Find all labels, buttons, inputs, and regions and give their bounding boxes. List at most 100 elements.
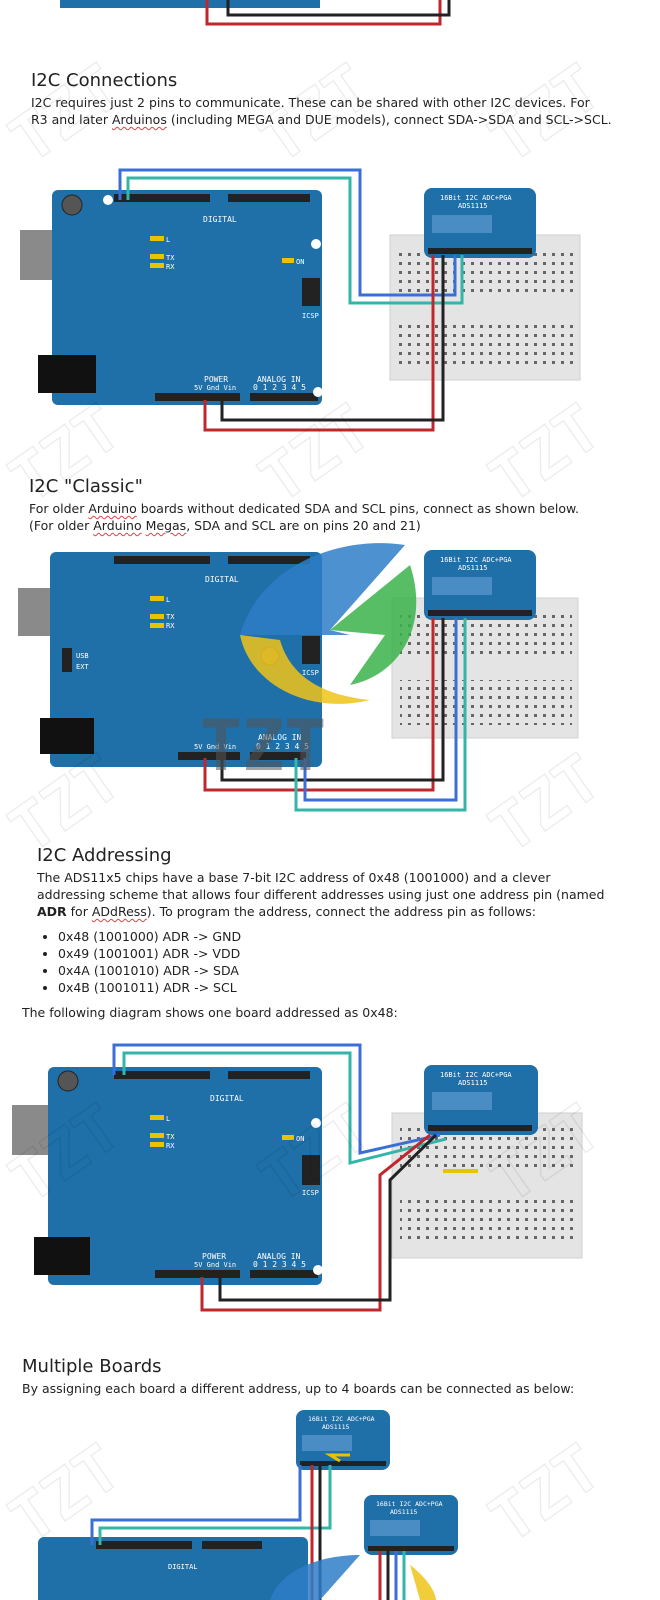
module-header: [428, 610, 532, 616]
paragraph-line: For older Arduino boards without dedicat…: [29, 500, 579, 534]
label-rx: RX: [166, 622, 175, 630]
mount-hole: [313, 387, 323, 397]
text-fragment: (including MEGA and DUE models), connect…: [166, 112, 612, 127]
section-title-i2c-classic: I2C "Classic": [29, 476, 143, 497]
text-fragment: boards without dedicated SDA and SCL pin…: [136, 501, 580, 516]
module-chip-label: ADS1115: [322, 1423, 349, 1431]
text-fragment: , SDA and SCL are on pins 20 and 21): [186, 518, 421, 533]
logo-blue-swoosh: [270, 1555, 360, 1600]
diagram-caption: The following diagram shows one board ad…: [22, 1005, 398, 1020]
text-line: I2C requires just 2 pins to communicate.…: [31, 95, 590, 110]
power-jack: [40, 718, 94, 754]
header-digital-left: [114, 194, 210, 202]
label-analog-in: ANALOG IN: [257, 1252, 301, 1261]
diagram-multiple-boards: 16Bit I2C ADC+PGA ADS1115 16Bit I2C ADC+…: [38, 1410, 458, 1600]
section-title-multiple-boards: Multiple Boards: [22, 1356, 162, 1377]
link-megas[interactable]: Megas: [145, 518, 187, 533]
module-components: [302, 1435, 352, 1451]
link-arduino[interactable]: Arduino: [93, 518, 142, 533]
header-digital-right: [228, 194, 310, 202]
module-header: [428, 248, 532, 254]
breadboard-holes: [400, 680, 572, 725]
link-arduino[interactable]: Arduino: [88, 501, 137, 516]
arduino-board: [38, 1537, 308, 1600]
wire-red: [205, 0, 442, 26]
label-icsp: ICSP: [302, 669, 319, 677]
header-digital-right: [228, 1071, 310, 1079]
header-analog: [250, 393, 318, 401]
label-ext: EXT: [76, 663, 89, 671]
wire-teal-sda: [126, 176, 464, 305]
header-power: [155, 393, 240, 401]
module-chip-label: ADS1115: [458, 564, 488, 572]
label-power-pins: 5V Gnd Vin: [194, 743, 236, 751]
module-label: 16Bit I2C ADC+PGA: [308, 1415, 375, 1423]
section-title-i2c-connections: I2C Connections: [31, 70, 178, 91]
label-icsp: ICSP: [302, 1189, 319, 1197]
label-digital: DIGITAL: [203, 215, 237, 224]
label-digital: DIGITAL: [205, 575, 239, 584]
header-analog: [250, 752, 306, 760]
logo-yellow-swoosh: [410, 1565, 436, 1600]
module-label: 16Bit I2C ADC+PGA: [376, 1500, 443, 1508]
led-rx: [150, 623, 164, 628]
module-chip-label: ADS1115: [458, 202, 488, 210]
module-components: [432, 1092, 492, 1110]
led-tx: [150, 1133, 164, 1138]
label-on: ON: [296, 258, 304, 266]
header-power: [155, 1270, 240, 1278]
wire-black: [226, 0, 451, 17]
wire-blue-scl: [112, 1043, 441, 1155]
power-jack: [34, 1237, 90, 1275]
label-tx: TX: [166, 613, 175, 621]
mount-hole: [311, 1118, 321, 1128]
label-rx: RX: [166, 1142, 175, 1150]
module-components: [432, 215, 492, 233]
reset-button: [61, 194, 83, 216]
list-item: 0x49 (1001001) ADR -> VDD: [58, 945, 241, 962]
led-l: [150, 1115, 164, 1120]
wire-red-power: [200, 1133, 431, 1312]
label-digital: DIGITAL: [210, 1094, 244, 1103]
list-item: 0x4B (1001011) ADR -> SCL: [58, 979, 241, 996]
wire-blue-scl: [118, 168, 457, 297]
module-header: [368, 1546, 454, 1551]
label-usb: USB: [76, 652, 89, 660]
text-fragment: ). To program the address, connect the a…: [146, 904, 537, 919]
wire-black-ground: [220, 618, 445, 782]
text-fragment: for: [66, 904, 92, 919]
wire-teal-sda: [294, 618, 467, 812]
breadboard-holes: [398, 250, 573, 365]
label-power: POWER: [204, 375, 228, 384]
label-rx: RX: [166, 263, 175, 271]
header-digital-left: [96, 1541, 192, 1549]
icsp-header: [302, 278, 320, 306]
label-analog-pins: 0 1 2 3 4 5: [253, 383, 306, 392]
label-l: L: [166, 596, 170, 604]
label-icsp: ICSP: [302, 312, 319, 320]
diagram-i2c-addressing: TX RX L ON DIGITAL POWER ANALOG IN 5V Gn…: [12, 1043, 583, 1312]
module-label: 16Bit I2C ADC+PGA: [440, 556, 512, 564]
link-arduinos[interactable]: Arduinos: [111, 112, 167, 127]
diagram-i2c-connections: DIGITAL POWER ANALOG IN 0 1 2 3 4 5 5V G…: [20, 168, 581, 432]
module-header: [300, 1461, 386, 1466]
module-label: 16Bit I2C ADC+PGA: [440, 194, 512, 202]
led-on: [282, 258, 294, 263]
arduino-board: [48, 1067, 322, 1285]
link-address[interactable]: ADdRess: [91, 904, 147, 919]
paragraph-line: By assigning each board a different addr…: [22, 1381, 575, 1396]
header-digital-right: [202, 1541, 262, 1549]
label-l: L: [166, 236, 170, 244]
text-line: addressing scheme that allows four diffe…: [37, 887, 605, 902]
text-fragment: R3 and later: [31, 112, 112, 127]
text-fragment: For older: [29, 501, 89, 516]
text-line: The ADS11x5 chips have a base 7-bit I2C …: [37, 870, 551, 885]
reset-button: [57, 1070, 79, 1092]
wire-red-power: [203, 255, 435, 432]
label-tx: TX: [166, 1133, 175, 1141]
label-on: ON: [296, 1135, 304, 1143]
module-header: [428, 1125, 532, 1131]
pwr-sel-jumper: [62, 648, 72, 672]
text-fragment: (For older: [29, 518, 94, 533]
arduino-board: [52, 190, 322, 405]
